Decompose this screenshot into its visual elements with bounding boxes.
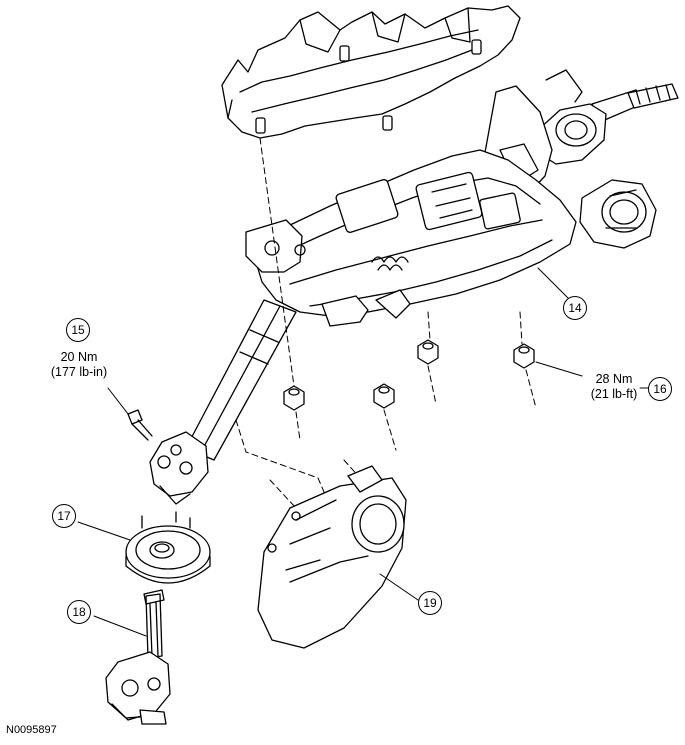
torque-spec-15: 20 Nm (177 lb-in) — [46, 350, 112, 380]
intermediate-shaft — [149, 299, 297, 505]
support-bracket — [221, 5, 521, 139]
alignment-lines — [235, 137, 537, 509]
torque-spec-16: 28 Nm (21 lb-ft) — [584, 372, 644, 402]
figure-id: N0095897 — [6, 724, 57, 736]
callout-17: 17 — [52, 504, 76, 528]
lower-shaft — [105, 589, 171, 725]
mounting-nuts — [283, 339, 535, 411]
callout-15: 15 — [66, 318, 90, 342]
leader-lines — [77, 267, 651, 637]
bearing-seal — [125, 511, 211, 584]
callout-16: 16 — [648, 377, 672, 401]
torque-metric-15: 20 Nm — [60, 350, 98, 364]
torque-imperial-15: (177 lb-in) — [50, 365, 108, 379]
callout-19: 19 — [418, 591, 442, 615]
steering-column-assembly — [245, 69, 679, 327]
column-boot — [257, 465, 407, 649]
callout-14: 14 — [563, 296, 587, 320]
pinch-bolt — [107, 387, 153, 441]
torque-metric-16: 28 Nm — [595, 372, 633, 386]
callout-18: 18 — [67, 600, 91, 624]
torque-imperial-16: (21 lb-ft) — [590, 387, 638, 401]
